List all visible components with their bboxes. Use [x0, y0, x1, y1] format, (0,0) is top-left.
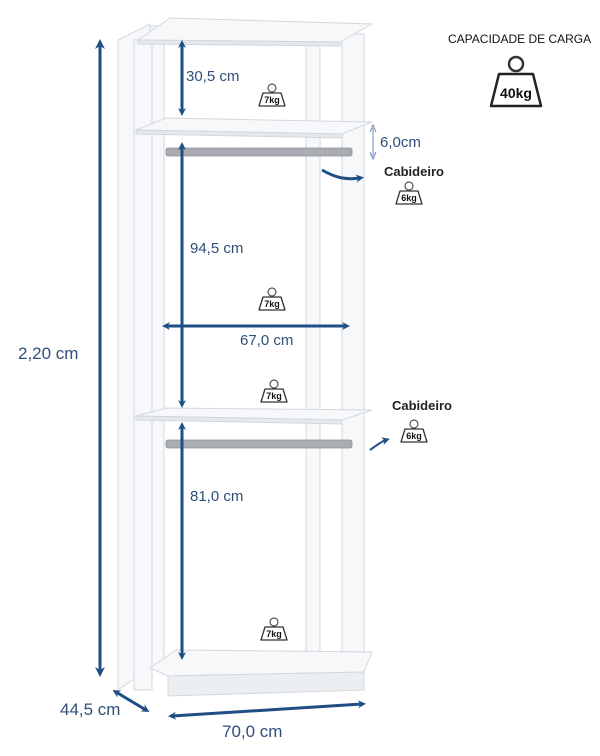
- capacity-title: CAPACIDADE DE CARGA: [448, 32, 592, 46]
- weight-icon: 7kg: [260, 617, 288, 641]
- capacity-weight-icon: 40kg: [489, 55, 543, 108]
- top-shelf-edge: [137, 39, 341, 47]
- weight-icon-label: 6kg: [401, 193, 417, 203]
- top-gap-label: 30,5 cm: [186, 68, 240, 85]
- top-shelf: [136, 17, 374, 43]
- weight-icon: 7kg: [258, 287, 286, 311]
- lower-rod-pointer-arrow: [369, 437, 390, 451]
- weight-icon-label: 7kg: [264, 95, 280, 105]
- upper-hanging-rod: [165, 147, 353, 157]
- width-arrow: [168, 700, 366, 720]
- weight-icon-label: 7kg: [264, 299, 280, 309]
- capacity-total: 40kg: [500, 85, 532, 101]
- upper-compartment-label: 94,5 cm: [190, 240, 244, 257]
- middle-shelf-edge: [135, 415, 343, 425]
- weight-icon-label: 7kg: [266, 391, 282, 401]
- weight-icon: 7kg: [260, 379, 288, 403]
- weight-icon-label: 6kg: [406, 431, 422, 441]
- weight-icon-label: 7kg: [266, 629, 282, 639]
- dimension-arrows: [95, 39, 366, 720]
- lower-rod-label: Cabideiro: [392, 398, 452, 413]
- weight-icon: 7kg: [258, 83, 286, 107]
- wardrobe-frame: [117, 17, 374, 697]
- weight-icon: 6kg: [395, 181, 423, 205]
- upper-rod-pointer-arrow: [321, 168, 364, 183]
- upper-shelf-edge: [135, 129, 343, 139]
- inner-width-label: 67,0 cm: [240, 332, 294, 349]
- rod-offset-label: 6,0cm: [380, 134, 421, 151]
- depth-label: 44,5 cm: [60, 700, 121, 719]
- depth-arrow: [112, 689, 150, 713]
- weight-icon: 6kg: [400, 419, 428, 443]
- bottom-plinth: [167, 671, 365, 697]
- upper-rod-label: Cabideiro: [384, 164, 444, 179]
- lower-hanging-rod: [165, 439, 353, 449]
- front-left-post: [133, 39, 153, 691]
- height-total-label: 2,20 cm: [18, 344, 79, 363]
- lower-compartment-label: 81,0 cm: [190, 488, 244, 505]
- bottom-shelf: [148, 649, 373, 677]
- width-label: 70,0 cm: [222, 722, 283, 741]
